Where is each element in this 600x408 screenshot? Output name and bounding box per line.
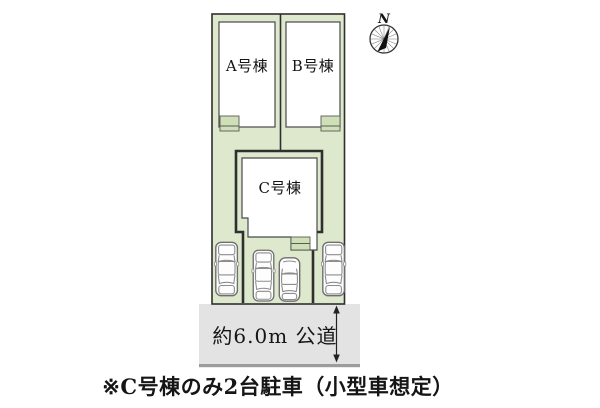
compass-icon: N — [369, 12, 399, 54]
road-edge-line — [199, 364, 360, 368]
compass-needle — [377, 26, 390, 52]
caption-note: ※C号棟のみ2台駐車（小型車想定） — [102, 374, 453, 399]
building-b-label: B号棟 — [292, 57, 335, 75]
building-a-label: A号棟 — [225, 57, 268, 75]
road-width-arrow — [333, 305, 340, 363]
car-icon-2 — [251, 249, 276, 302]
building-b-entrance — [320, 115, 341, 132]
building-a-outline — [218, 21, 276, 128]
building-c-label: C号棟 — [259, 179, 302, 197]
car-icon-1 — [213, 241, 240, 297]
car-icon-4 — [320, 241, 347, 297]
road-width-label: 約6.0m 公道 — [212, 324, 337, 348]
building-c-entrance — [290, 236, 311, 251]
road-area — [199, 304, 360, 364]
car-icon-3 — [278, 257, 301, 302]
building-a-entrance — [219, 115, 240, 132]
building-c-outline — [241, 157, 318, 251]
building-b-outline — [285, 21, 341, 128]
north-label: N — [377, 12, 391, 27]
